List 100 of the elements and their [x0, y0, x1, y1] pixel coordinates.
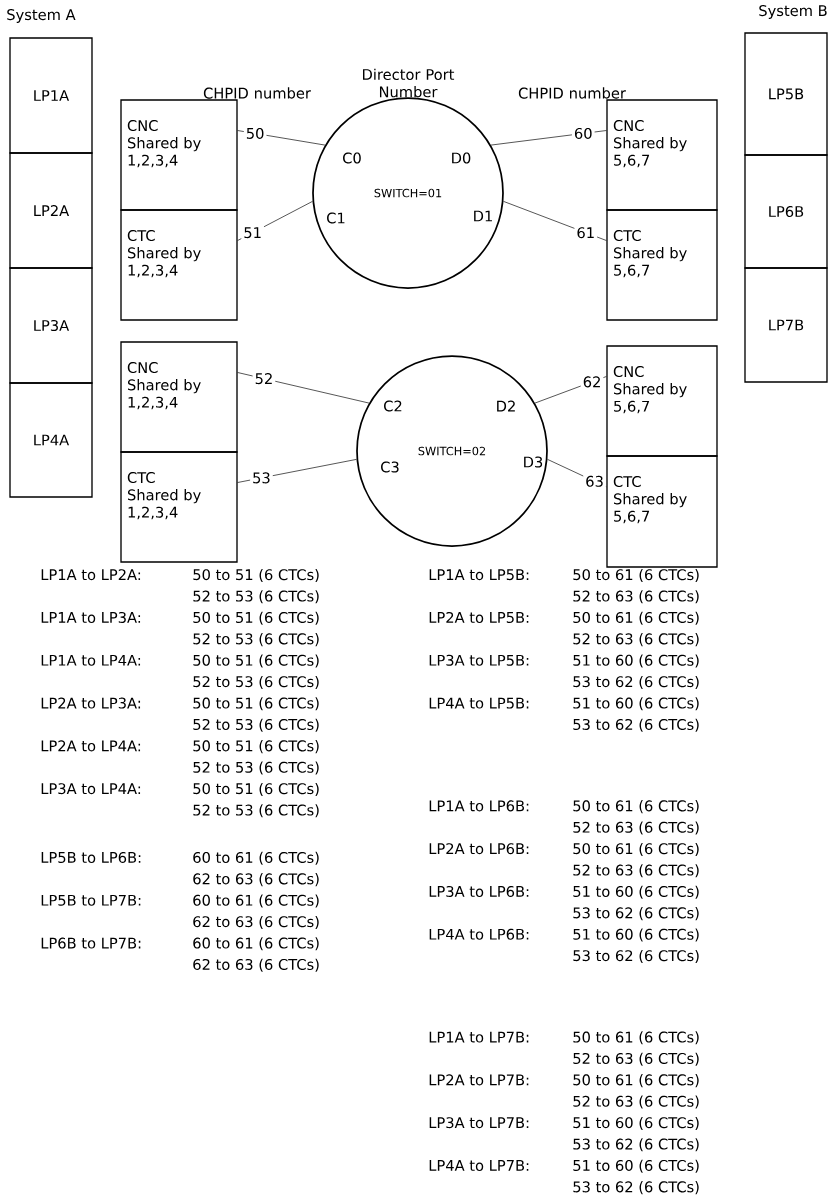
pair-label: LP2A to LP5B:: [429, 611, 529, 623]
connection-text: 53 to 62 (6 CTCs): [573, 675, 699, 689]
partition-box: LP7B: [744, 267, 828, 383]
system-title: System B: [759, 5, 827, 19]
port-label: D1: [474, 210, 492, 222]
partition-box: LP6B: [744, 154, 828, 269]
connection-text: 52 to 63 (6 CTCs): [573, 821, 699, 835]
connection-text: 53 to 62 (6 CTCs): [573, 949, 699, 963]
connection-text: 51 to 60 (6 CTCs): [573, 1159, 699, 1173]
pair-label: LP5B to LP7B:: [41, 894, 141, 906]
connection-text: 62 to 63 (6 CTCs): [193, 958, 319, 972]
pair-label: LP2A to LP6B:: [429, 843, 529, 855]
port-label: D3: [524, 456, 543, 468]
pair-label: LP4A to LP5B:: [429, 697, 529, 709]
port-number: 61: [574, 225, 598, 241]
pair-label: LP3A to LP7B:: [429, 1117, 529, 1129]
partition-box: LP3A: [9, 267, 93, 384]
pair-label: LP1A to LP5B:: [429, 569, 529, 581]
connection-text: 50 to 61 (6 CTCs): [573, 611, 699, 625]
port-number: 52: [252, 371, 276, 387]
connection-line: [503, 201, 607, 241]
pair-label: LP4A to LP7B:: [429, 1160, 529, 1171]
port-number: 60: [571, 125, 595, 141]
connection-text: 50 to 51 (6 CTCs): [193, 782, 319, 796]
port-label: C0: [343, 152, 361, 164]
connection-text: 50 to 51 (6 CTCs): [193, 654, 319, 668]
connection-line: [237, 459, 357, 483]
connection-line: [237, 372, 370, 404]
connection-text: 50 to 61 (6 CTCs): [573, 1074, 699, 1088]
connection-text: 50 to 51 (6 CTCs): [193, 740, 319, 754]
connection-text: 52 to 63 (6 CTCs): [573, 1095, 699, 1109]
connection-text: 60 to 61 (6 CTCs): [193, 894, 319, 908]
channel-box: CTC Shared by 5,6,7: [606, 455, 718, 568]
column-heading: CHPID number: [518, 87, 626, 99]
connection-text: 50 to 51 (6 CTCs): [193, 611, 319, 625]
connection-text: 52 to 63 (6 CTCs): [573, 864, 699, 878]
port-number: 51: [241, 225, 264, 241]
connection-text: 62 to 63 (6 CTCs): [193, 873, 319, 887]
connection-text: 52 to 53 (6 CTCs): [193, 718, 319, 732]
connection-text: 51 to 60 (6 CTCs): [573, 1116, 699, 1130]
column-heading: CHPID number: [203, 87, 311, 99]
port-label: C3: [381, 461, 399, 473]
pair-label: LP1A to LP4A:: [41, 654, 141, 666]
pair-label: LP2A to LP4A:: [41, 740, 141, 752]
connection-text: 51 to 60 (6 CTCs): [573, 928, 699, 942]
partition-box: LP2A: [9, 152, 93, 269]
connection-text: 51 to 60 (6 CTCs): [573, 885, 699, 899]
connection-text: 50 to 51 (6 CTCs): [193, 568, 319, 582]
pair-label: LP1A to LP7B:: [429, 1031, 529, 1043]
channel-box: CTC Shared by 1,2,3,4: [120, 451, 238, 563]
port-number: 62: [580, 374, 604, 390]
channel-box: CNC Shared by 1,2,3,4: [120, 341, 238, 453]
pair-label: LP3A to LP4A:: [41, 783, 141, 795]
connection-text: 53 to 62 (6 CTCs): [573, 1181, 699, 1195]
pair-label: LP3A to LP5B:: [429, 654, 529, 666]
connection-text: 52 to 53 (6 CTCs): [193, 675, 319, 689]
connection-text: 51 to 60 (6 CTCs): [573, 697, 699, 711]
connection-text: 52 to 63 (6 CTCs): [573, 590, 699, 604]
channel-box: CTC Shared by 1,2,3,4: [120, 209, 238, 321]
pair-label: LP1A to LP3A:: [41, 611, 141, 623]
connection-line: [237, 201, 313, 241]
pair-label: LP1A to LP2A:: [41, 569, 141, 581]
pair-label: LP4A to LP6B:: [429, 928, 529, 940]
port-number: 53: [250, 470, 273, 486]
connection-text: 50 to 61 (6 CTCs): [573, 800, 699, 814]
pair-label: LP2A to LP7B:: [429, 1074, 529, 1086]
connection-text: 52 to 63 (6 CTCs): [573, 633, 699, 647]
connection-text: 53 to 62 (6 CTCs): [573, 907, 699, 921]
port-label: C1: [327, 212, 345, 224]
connection-text: 60 to 61 (6 CTCs): [193, 851, 319, 865]
pair-label: LP3A to LP6B:: [429, 885, 529, 897]
connection-text: 52 to 53 (6 CTCs): [193, 761, 319, 775]
connection-text: 52 to 53 (6 CTCs): [193, 804, 319, 818]
partition-box: LP1A: [9, 37, 93, 154]
connection-text: 52 to 53 (6 CTCs): [193, 590, 319, 604]
connection-text: 50 to 61 (6 CTCs): [573, 842, 699, 856]
channel-box: CTC Shared by 5,6,7: [606, 209, 718, 321]
pair-label: LP6B to LP7B:: [41, 937, 141, 949]
connection-text: 52 to 53 (6 CTCs): [193, 633, 319, 647]
connection-text: 53 to 62 (6 CTCs): [573, 1138, 699, 1152]
system-title: System A: [7, 9, 76, 23]
connection-line: [490, 130, 607, 146]
connection-text: 53 to 62 (6 CTCs): [573, 718, 699, 732]
pair-label: LP1A to LP6B:: [429, 800, 529, 812]
channel-box: CNC Shared by 5,6,7: [606, 345, 718, 457]
connection-line: [237, 130, 326, 146]
pair-label: LP2A to LP3A:: [41, 697, 141, 709]
connection-text: 50 to 61 (6 CTCs): [573, 1031, 699, 1045]
partition-box: LP4A: [9, 382, 93, 498]
port-label: D0: [452, 152, 471, 164]
port-number: 50: [243, 125, 267, 141]
channel-box: CNC Shared by 1,2,3,4: [120, 99, 238, 211]
port-label: C2: [384, 400, 402, 412]
connection-text: 51 to 60 (6 CTCs): [573, 654, 699, 668]
partition-box: LP5B: [744, 32, 828, 156]
connection-text: 62 to 63 (6 CTCs): [193, 915, 319, 929]
connection-text: 52 to 63 (6 CTCs): [573, 1052, 699, 1066]
connection-text: 60 to 61 (6 CTCs): [193, 937, 319, 951]
channel-box: CNC Shared by 5,6,7: [606, 99, 718, 211]
port-number: 63: [583, 473, 606, 489]
